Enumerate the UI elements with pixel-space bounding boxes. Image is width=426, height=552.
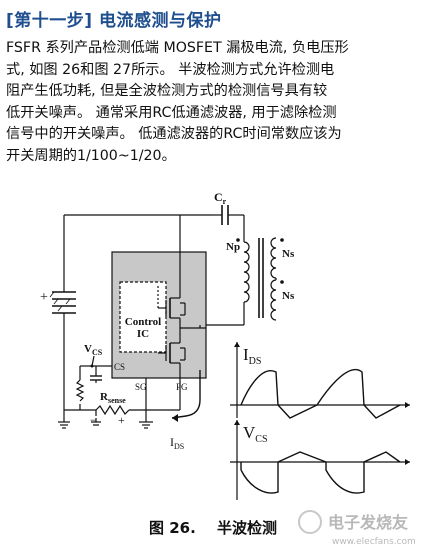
cs-pin-label: CS xyxy=(114,362,125,372)
figure-title: 半波检测 xyxy=(217,519,278,537)
ids-arrow-label: IDS xyxy=(170,435,184,451)
paragraph-line: 式, 如图 26和图 27所示。 半波检测方式允许检测电 xyxy=(6,61,335,78)
sense-resistor xyxy=(95,404,130,416)
section-heading: [第十一步] 电流感测与保护 xyxy=(6,11,222,31)
dot-np xyxy=(236,238,240,242)
sg-pin-label: SG xyxy=(135,382,147,392)
paragraph-line: FSFR 系列产品检测低端 MOSFET 漏极电流, 负电压形 xyxy=(6,40,349,56)
paragraph-line: 开关周期的1/100~1/20。 xyxy=(6,147,176,164)
resonant-capacitor xyxy=(212,205,245,242)
figure-number: 图 26. xyxy=(148,519,196,537)
dc-plus-sign: + xyxy=(40,290,48,305)
ns-top-label: Ns xyxy=(282,248,295,260)
rsense-minus-sign: − xyxy=(90,413,97,427)
np-label: Np xyxy=(226,241,240,253)
watermark-logo-icon xyxy=(298,510,322,534)
ids-waveform-label: IDS xyxy=(243,345,261,367)
paragraph-line: 阻产生低功耗, 但是全波检测方式的检测信号具有较 xyxy=(6,83,328,99)
figure-caption: 图 26. 半波检测 xyxy=(0,517,426,538)
rsense-plus-sign: + xyxy=(118,413,125,427)
watermark-url: www.elecfans.com xyxy=(332,537,416,547)
dot-ns-bottom xyxy=(280,280,284,284)
body-paragraph: FSFR 系列产品检测低端 MOSFET 漏极电流, 负电压形 式, 如图 26… xyxy=(6,38,420,167)
secondary-winding-ns-top xyxy=(270,237,277,279)
pg-pin-label: PG xyxy=(176,382,188,392)
rsense-label: Rsense xyxy=(100,391,126,405)
vcs-pin-label: VCS xyxy=(84,343,103,357)
ids-current-arrow xyxy=(171,370,201,419)
vcs-waveform-label: VCS xyxy=(243,423,268,445)
filter-resistor xyxy=(75,379,85,402)
control-ic-label-line2: IC xyxy=(137,328,149,340)
watermark-text: 电子发烧友 xyxy=(328,513,409,532)
cr-label: Cr xyxy=(214,190,227,206)
paragraph-line: 信号中的开关噪声。 低通滤波器的RC时间常数应该为 xyxy=(6,126,342,142)
dot-ns-top xyxy=(280,238,284,242)
low-side-mosfet xyxy=(158,328,186,378)
control-ic-box xyxy=(119,281,167,353)
control-ic-label-line1: Control xyxy=(125,316,161,328)
ns-bottom-label: Ns xyxy=(282,290,295,302)
secondary-winding-ns-bottom xyxy=(270,279,277,321)
dc-source xyxy=(49,215,76,418)
paragraph-line: 低开关噪声。 通常采用RC低通滤波器, 用于滤除检测 xyxy=(6,104,337,121)
primary-winding-np xyxy=(200,241,250,326)
vcs-waveform xyxy=(230,420,410,500)
ids-waveform xyxy=(230,342,410,419)
elecfans-watermark: 电子发烧友 www.elecfans.com xyxy=(298,510,416,547)
high-side-mosfet xyxy=(157,250,186,328)
